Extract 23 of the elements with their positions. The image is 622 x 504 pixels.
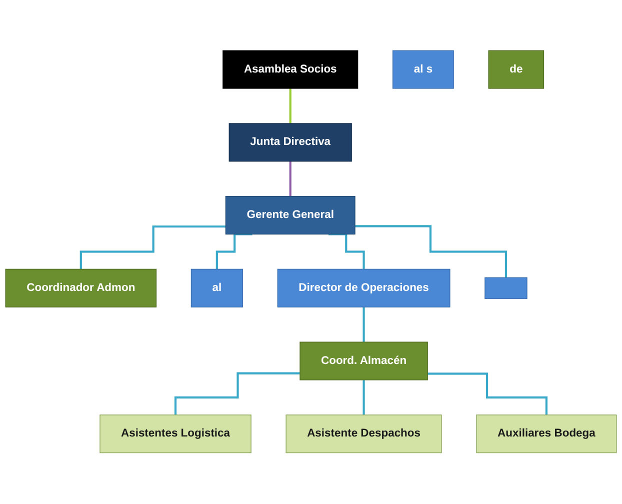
node-box: Coordinador Admon (5, 269, 157, 308)
node-box: Coord. Almacén (300, 342, 428, 381)
node-box: Junta Directiva (228, 123, 352, 162)
connector (216, 233, 252, 271)
connector (355, 225, 508, 279)
node-box: al (190, 269, 243, 308)
connector (289, 160, 292, 198)
node-box: Asamblea Socios (222, 50, 358, 90)
connector (362, 306, 365, 344)
node-box: al s (392, 50, 454, 90)
connector (80, 226, 226, 271)
node-box: Director de Operaciones (277, 269, 450, 308)
node-box: de (488, 50, 544, 90)
connector (428, 372, 548, 416)
node-box: Asistente Despachos (286, 414, 442, 454)
node-box: Asistentes Logistica (100, 414, 252, 454)
connector (289, 88, 292, 125)
node-box (484, 278, 528, 300)
node-box: Auxiliares Bodega (476, 414, 617, 454)
connector (174, 372, 300, 416)
node-box: Gerente General (225, 196, 356, 235)
connector (362, 379, 365, 416)
connector (328, 233, 365, 271)
